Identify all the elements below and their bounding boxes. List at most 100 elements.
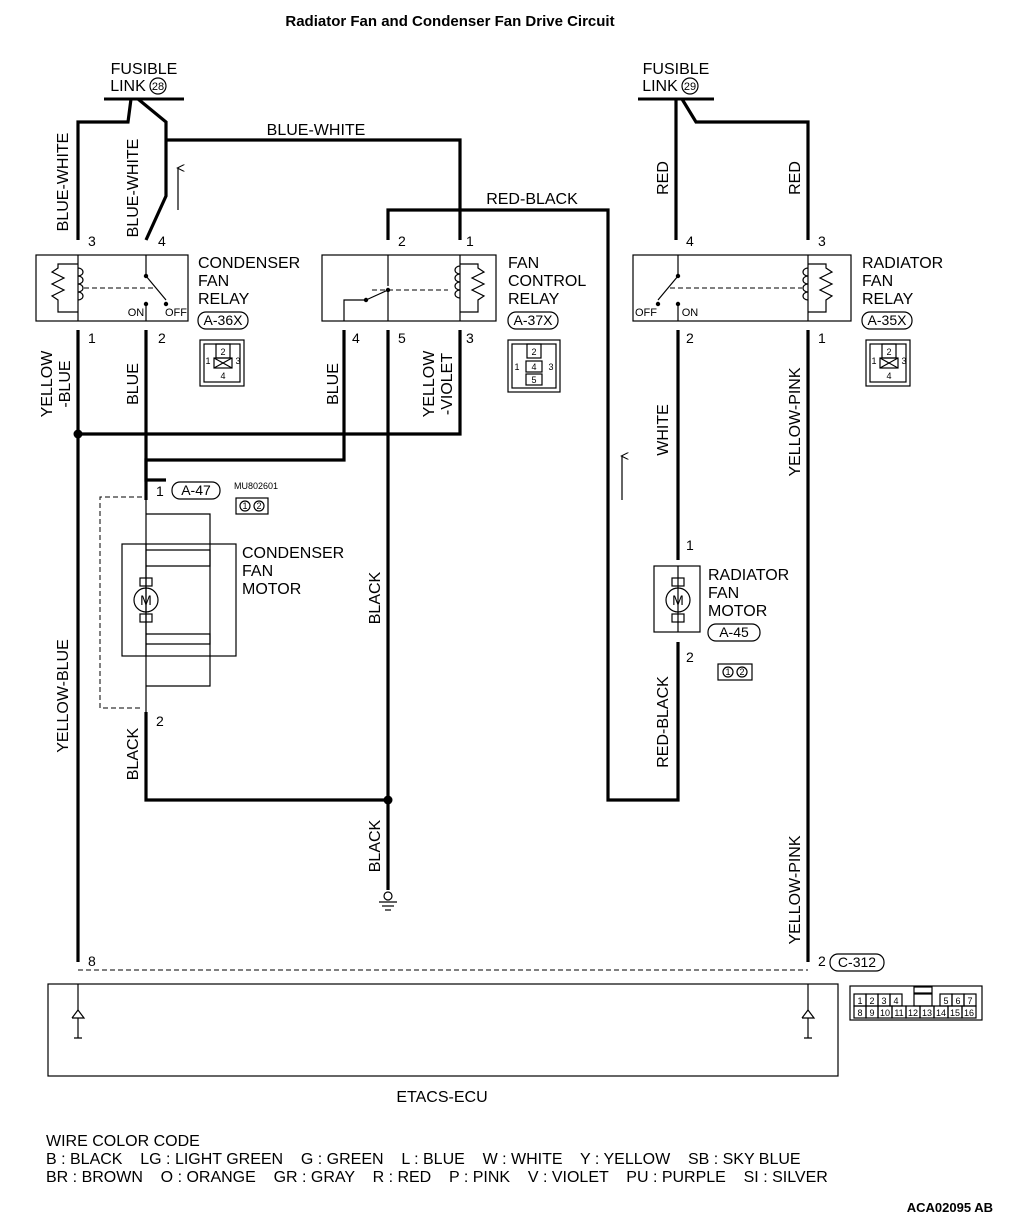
connector-id: A-35X [868, 312, 908, 328]
svg-text:7: 7 [967, 996, 972, 1006]
pin-number: 1 [156, 483, 164, 499]
pin-number: 3 [818, 233, 826, 249]
condenser-motor-box [121, 543, 237, 657]
condenser-motor-label-line1: CONDENSER [242, 545, 344, 562]
svg-text:1: 1 [205, 356, 210, 366]
wire-color-legend: WIRE COLOR CODE B : BLACK LG : LIGHT GRE… [46, 1133, 828, 1186]
svg-text:5: 5 [531, 375, 536, 385]
wire-yellow-violet [78, 330, 462, 436]
svg-text:2: 2 [531, 347, 536, 357]
radiator-relay-label-line1: RADIATOR [862, 255, 943, 272]
junction-dot [73, 429, 83, 439]
svg-text:1: 1 [725, 667, 730, 677]
svg-text:11: 11 [894, 1008, 903, 1018]
motor-shield-outline [99, 496, 142, 709]
pin-number: 4 [352, 330, 360, 346]
condenser-fan-relay-box [35, 254, 189, 322]
fusible-link-28-number-circle [149, 77, 167, 95]
relay-resistor [50, 263, 78, 313]
motor-connector-face [717, 663, 753, 681]
ecu-label: ETACS-ECU [396, 1089, 487, 1106]
relay-resistor [460, 263, 486, 313]
pin-number: 2 [686, 330, 694, 346]
wire-fl28-cfr3 [76, 98, 133, 240]
wire-label-white: WHITE [655, 404, 672, 456]
pin-number: 2 [398, 233, 406, 249]
radiator-motor-label-line2: FAN [708, 585, 739, 602]
pin-number: 8 [88, 953, 96, 969]
pin-number: 3 [88, 233, 96, 249]
condenser-motor-label-line3: MOTOR [242, 581, 301, 598]
condenser-relay-label-line1: CONDENSER [198, 255, 300, 272]
wire-label-red-black: RED-BLACK [486, 191, 578, 208]
diagram-title: Radiator Fan and Condenser Fan Drive Cir… [285, 13, 614, 30]
ecu-connector-face: 1 2 3 4 5 6 7 8 9 10 11 12 13 14 15 16 [849, 985, 983, 1021]
fusible-link-29-line2: LINK [642, 78, 678, 95]
connector-id: A-37X [514, 312, 554, 328]
pin-number: 1 [88, 330, 96, 346]
wire-label-blue: BLUE [325, 363, 342, 405]
relay-coil [454, 265, 461, 299]
fusible-link-29-line1: FUSIBLE [643, 61, 710, 78]
fan-control-relay-label-line2: CONTROL [508, 273, 586, 290]
fusible-link-28-line2: LINK [110, 78, 146, 95]
svg-text:9: 9 [869, 1008, 874, 1018]
svg-text:3: 3 [901, 356, 906, 366]
wire-label-yellow: YELLOW [421, 350, 438, 418]
relay-off-label: OFF [635, 307, 657, 319]
wire-fl29-rfr3 [680, 98, 810, 240]
relay-on-label: ON [128, 307, 145, 319]
relay-connector-face [865, 339, 911, 387]
connector-id: A-47 [181, 482, 211, 498]
fusible-link-28-number: 28 [152, 81, 164, 93]
pin-number: 4 [686, 233, 694, 249]
wire-label-yellow-blue: YELLOW-BLUE [55, 639, 72, 753]
wire-black-cfm [144, 712, 388, 802]
connector-tag [507, 311, 559, 330]
svg-text:12: 12 [908, 1008, 918, 1018]
svg-text:10: 10 [880, 1008, 890, 1018]
ecu-box [47, 983, 839, 1077]
fusible-link-29-number: 29 [684, 81, 696, 93]
pin-number: 1 [818, 330, 826, 346]
pin-number: 3 [466, 330, 474, 346]
wire-label-dash-violet: -VIOLET [439, 353, 456, 415]
connector-id: A-36X [204, 312, 244, 328]
wire-red-black [386, 208, 680, 802]
condenser-relay-label-line2: FAN [198, 273, 229, 290]
pin-number: 2 [158, 330, 166, 346]
wire-label-red: RED [655, 161, 672, 195]
svg-text:14: 14 [936, 1008, 946, 1018]
fan-control-relay-label-line3: RELAY [508, 291, 560, 308]
condenser-relay-label-line3: RELAY [198, 291, 250, 308]
pin-number: 2 [686, 649, 694, 665]
pin-number: 4 [158, 233, 166, 249]
svg-text:1: 1 [857, 996, 862, 1006]
wiring [73, 97, 810, 962]
svg-text:2: 2 [220, 347, 225, 357]
svg-text:3: 3 [235, 356, 240, 366]
radiator-motor-label-line3: MOTOR [708, 603, 767, 620]
ecu-face-row1: 1 2 3 4 5 6 7 [853, 993, 977, 1007]
radiator-fan-motor: 1 M 2 RADIATOR FAN MOTOR A-45 1 2 [653, 537, 789, 681]
radiator-motor-box [653, 565, 701, 633]
ground-symbol [379, 891, 397, 911]
motor-symbol: M [672, 592, 684, 608]
wire-label-blue-white: BLUE-WHITE [267, 122, 366, 139]
wire-label-blue-white: BLUE-WHITE [125, 139, 142, 238]
wire-label-yellow-pink: YELLOW-PINK [787, 835, 804, 944]
reference-code: ACA02095 AB [907, 1200, 993, 1215]
condenser-fan-relay: ON OFF 3 4 1 2 CONDENSER FAN RELAY A-36X… [35, 233, 300, 387]
motor-icon [133, 587, 159, 613]
motor-connector-face [235, 497, 269, 515]
etacs-ecu: 8 2 C-312 ETACS-ECU [47, 953, 885, 1106]
radiator-fan-relay-box [632, 254, 852, 322]
radiator-fan-relay: OFF ON 4 3 2 1 RADIATOR FAN RELAY A-35X … [632, 233, 943, 387]
relay-coil [77, 267, 84, 301]
fusible-link-29: FUSIBLE LINK 29 [638, 61, 714, 101]
condenser-motor-label-line2: FAN [242, 563, 273, 580]
fusible-link-28-line1: FUSIBLE [111, 61, 178, 78]
svg-text:3: 3 [548, 362, 553, 372]
wire-label-yellow-pink: YELLOW-PINK [787, 367, 804, 476]
svg-text:1: 1 [871, 356, 876, 366]
